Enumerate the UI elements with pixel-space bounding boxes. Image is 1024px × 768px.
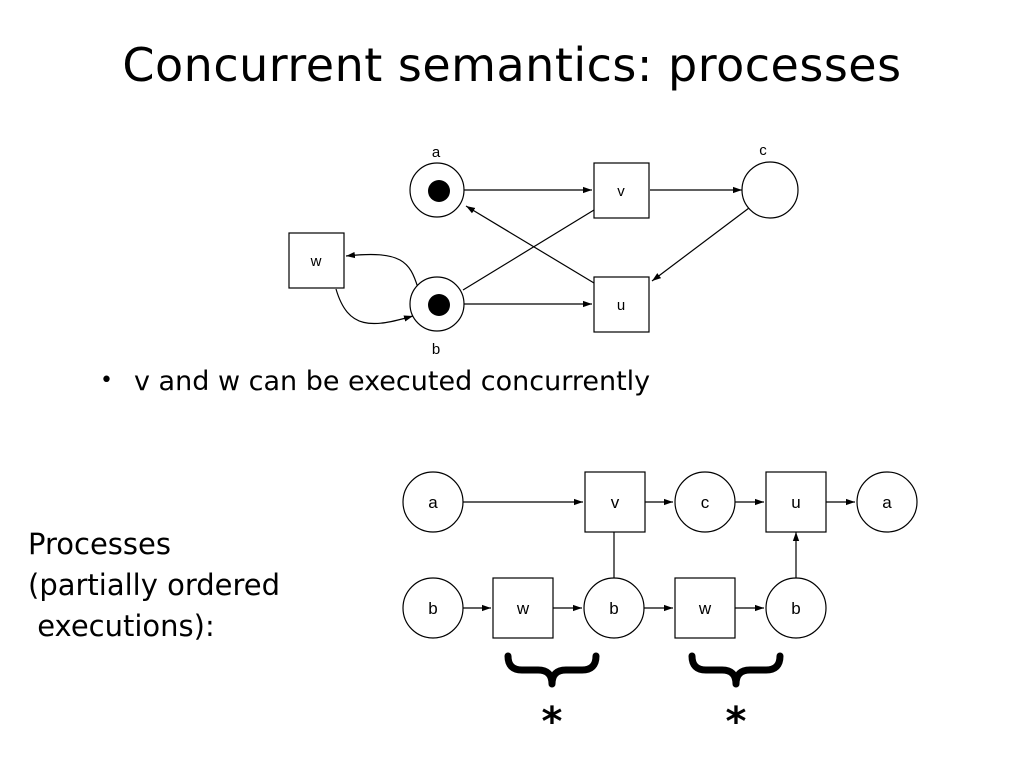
place-a-label: a: [432, 144, 441, 161]
star-1: *: [542, 699, 563, 745]
process-place-b: b: [583, 577, 645, 639]
place-a: a: [409, 144, 465, 218]
slide-title: Concurrent semantics: processes: [122, 38, 902, 92]
transition-u-label: u: [617, 297, 625, 314]
processes-label-line: executions):: [28, 609, 215, 643]
process-place-a: a: [402, 471, 464, 533]
process-place-b: b: [402, 577, 464, 639]
place-c: c: [741, 142, 799, 219]
processes-label-line: (partially ordered: [28, 568, 281, 602]
bullet-dot: •: [100, 368, 113, 393]
node-label: a: [428, 493, 438, 512]
node-label: b: [791, 599, 800, 618]
process-place-c: c: [674, 471, 736, 533]
node-label: w: [698, 599, 712, 618]
petri-net: a b c v u w: [288, 142, 799, 358]
bullet-item: • v and w can be executed concurrently: [100, 366, 650, 397]
processes-label-line: Processes: [28, 527, 171, 561]
star-2: *: [726, 699, 747, 745]
transition-w: w: [288, 232, 345, 289]
node-label: v: [611, 493, 620, 512]
place-c-label: c: [759, 142, 767, 159]
node-label: u: [791, 493, 800, 512]
transition-v: v: [593, 162, 650, 219]
node-label: b: [609, 599, 618, 618]
brace-1: *: [504, 652, 600, 745]
place-b-label: b: [432, 341, 440, 358]
token: [428, 294, 450, 316]
process-transition-w: w: [492, 577, 554, 639]
place-b: b: [409, 276, 465, 358]
process-diagram: a v c u a b w b: [402, 471, 918, 745]
bullet-text: v and w can be executed concurrently: [134, 366, 651, 397]
process-place-b: b: [765, 577, 827, 639]
process-transition-u: u: [765, 471, 827, 533]
arc-c-u: [651, 207, 750, 282]
process-transition-w: w: [674, 577, 736, 639]
node-label: c: [701, 493, 710, 512]
transition-w-label: w: [310, 253, 322, 270]
transition-v-label: v: [617, 183, 625, 200]
node-label: a: [882, 493, 892, 512]
processes-label: Processes (partially ordered executions)…: [28, 524, 280, 647]
brace-2: *: [688, 652, 784, 745]
node-label: b: [428, 599, 437, 618]
arc-w-b: [335, 288, 414, 325]
node-label: w: [516, 599, 530, 618]
process-place-a: a: [856, 471, 918, 533]
arc-b-w: [345, 251, 419, 289]
transition-u: u: [593, 276, 650, 333]
arc-u-a: [465, 205, 595, 284]
process-transition-v: v: [584, 471, 646, 533]
arc-b-v: [462, 209, 595, 291]
token: [428, 180, 450, 202]
